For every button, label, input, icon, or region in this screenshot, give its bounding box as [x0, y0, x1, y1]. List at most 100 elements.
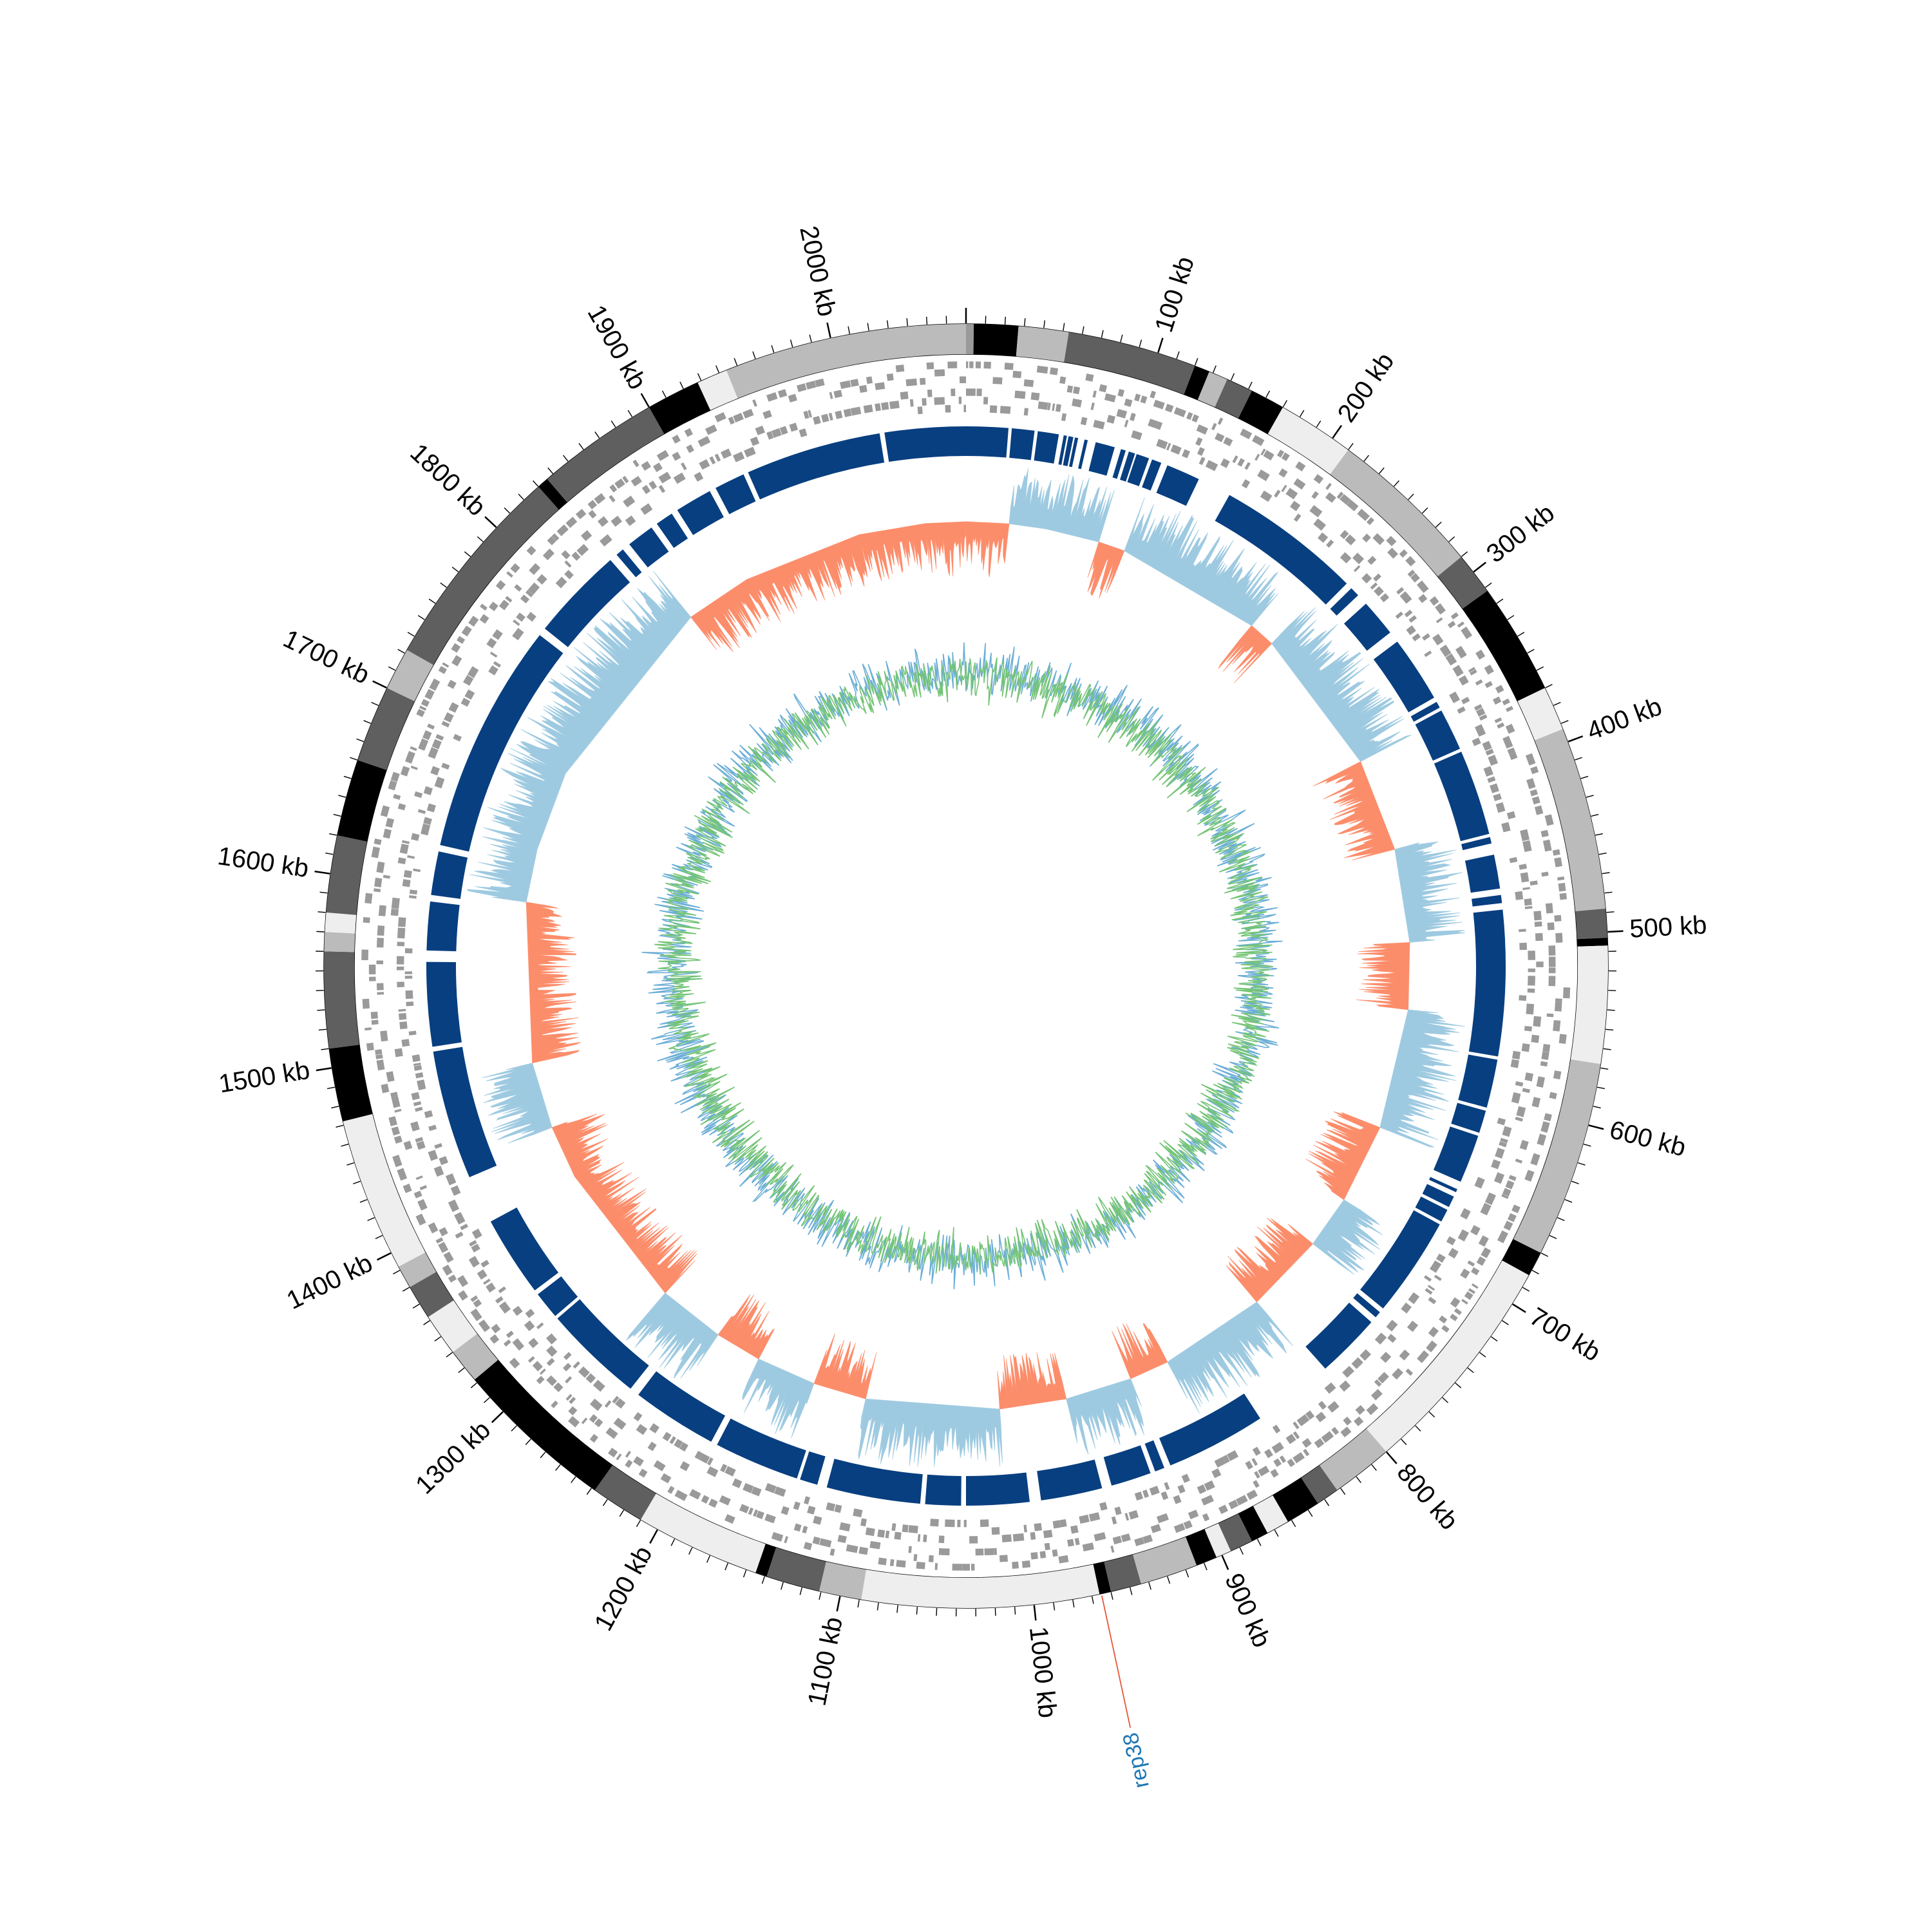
- gene-feature: [1541, 1051, 1549, 1060]
- gene-feature: [1429, 596, 1439, 606]
- gene-feature: [1197, 447, 1205, 456]
- gene-feature: [969, 1536, 978, 1544]
- gc-above-average: [1312, 1199, 1383, 1275]
- gene-feature: [1497, 722, 1505, 729]
- gene-feature: [1197, 1484, 1207, 1494]
- gene-feature: [419, 1185, 428, 1191]
- gene-feature: [1374, 1379, 1382, 1387]
- gene-feature: [1130, 412, 1136, 421]
- minor-tick: [1415, 1425, 1421, 1432]
- minor-tick: [417, 615, 425, 620]
- minor-tick: [346, 1162, 355, 1166]
- gene-feature: [1404, 609, 1413, 618]
- gene-feature: [640, 503, 653, 515]
- minor-tick: [1522, 1287, 1530, 1292]
- gene-feature: [495, 580, 506, 591]
- gene-feature: [1501, 1194, 1509, 1199]
- gene-feature: [1191, 414, 1199, 423]
- gene-feature: [1542, 1044, 1551, 1052]
- gene-feature: [609, 495, 616, 503]
- gene-feature: [686, 444, 694, 453]
- minor-tick: [1598, 852, 1607, 855]
- gene-feature: [889, 1558, 895, 1567]
- gene-feature: [1387, 547, 1399, 559]
- gene-feature: [410, 746, 417, 752]
- gene-feature: [430, 766, 440, 776]
- minor-tick: [1564, 1198, 1573, 1203]
- gene-feature: [1559, 893, 1567, 900]
- contig-block: [1320, 1428, 1387, 1490]
- tick-label: 900 kb: [1219, 1569, 1276, 1652]
- gene-feature: [1012, 1561, 1019, 1569]
- gene-feature: [441, 721, 450, 728]
- minor-tick: [594, 431, 600, 439]
- gene-feature: [667, 1486, 675, 1494]
- blast-hit: [1464, 855, 1501, 893]
- minor-tick: [325, 852, 334, 855]
- gene-feature: [1507, 1213, 1517, 1222]
- gene-feature: [999, 1555, 1009, 1562]
- gene-feature: [622, 475, 629, 484]
- gene-feature: [875, 382, 886, 390]
- gene-feature: [1435, 617, 1443, 623]
- gene-feature: [431, 739, 442, 750]
- gene-feature: [513, 619, 520, 626]
- major-tick: [1512, 1303, 1526, 1313]
- gene-feature: [413, 868, 421, 873]
- gene-feature: [895, 365, 905, 372]
- gene-feature: [408, 1030, 417, 1036]
- gene-feature: [578, 1366, 590, 1378]
- gene-feature: [1128, 1510, 1139, 1520]
- gc-below-average: [746, 534, 868, 622]
- gene-feature: [1302, 1438, 1312, 1448]
- gene-feature: [380, 1030, 388, 1042]
- minor-tick: [1053, 1602, 1056, 1611]
- gene-feature: [1030, 1531, 1036, 1540]
- gene-feature: [1327, 1401, 1340, 1413]
- gene-feature: [1260, 448, 1266, 456]
- gene-feature: [1531, 796, 1540, 805]
- gene-feature: [1467, 1260, 1475, 1267]
- gene-feature: [1540, 1061, 1548, 1067]
- gene-feature: [1156, 439, 1168, 450]
- gene-feature: [694, 1450, 703, 1460]
- gene-feature: [681, 462, 687, 471]
- gene-feature: [652, 462, 663, 473]
- minor-tick: [1442, 1397, 1448, 1403]
- minor-tick: [781, 1582, 784, 1590]
- gene-feature: [1366, 516, 1375, 526]
- contig-block: [1570, 945, 1608, 1065]
- minor-tick: [1282, 400, 1287, 408]
- gene-feature: [989, 405, 998, 413]
- gene-feature: [1439, 1315, 1448, 1324]
- gene-feature: [1449, 691, 1461, 703]
- gene-feature: [1484, 665, 1494, 675]
- gene-feature: [417, 1198, 428, 1211]
- gene-feature: [1386, 536, 1397, 547]
- gene-feature: [1491, 1159, 1501, 1170]
- minor-tick: [1507, 615, 1515, 620]
- contig-block: [1513, 1059, 1601, 1253]
- gene-feature: [1023, 1524, 1027, 1533]
- gene-feature: [1461, 697, 1470, 705]
- gene-feature: [1166, 442, 1171, 451]
- gene-feature: [467, 666, 479, 678]
- gene-feature: [1258, 1465, 1270, 1477]
- gene-feature: [568, 1406, 578, 1416]
- gene-feature: [1450, 612, 1459, 620]
- gene-feature: [488, 601, 498, 612]
- minor-tick: [679, 381, 684, 389]
- gene-feature: [580, 530, 592, 542]
- gene-feature: [556, 524, 569, 536]
- gene-feature: [694, 471, 704, 482]
- gene-feature: [564, 560, 572, 568]
- gene-feature: [428, 747, 439, 759]
- gene-feature: [1461, 626, 1473, 639]
- tick-label: 800 kb: [1391, 1458, 1463, 1535]
- gene-feature: [753, 1509, 759, 1517]
- gene-feature: [952, 1564, 962, 1571]
- gene-feature: [1471, 1283, 1479, 1289]
- gene-feature: [374, 877, 383, 887]
- gene-feature: [442, 1264, 453, 1276]
- gene-feature: [403, 869, 412, 878]
